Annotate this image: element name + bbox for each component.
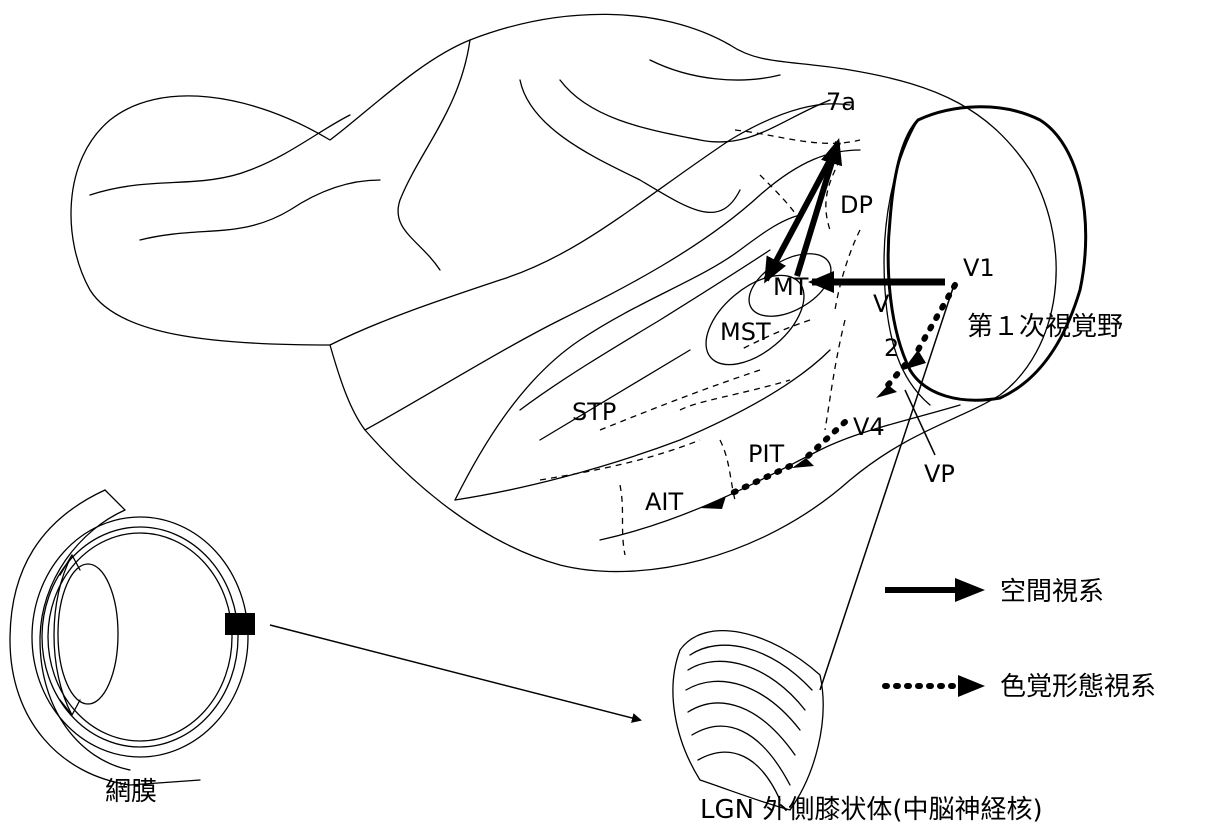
label-7a: 7a bbox=[826, 88, 856, 116]
label-lgn: LGN 外側膝状体(中脳神経核) bbox=[700, 795, 1043, 825]
label-pit: PIT bbox=[748, 440, 785, 468]
vp-pointer bbox=[905, 390, 935, 455]
lgn-diagram bbox=[673, 631, 823, 810]
arrow-eye-to-lgn bbox=[270, 625, 640, 720]
legend-color-arrowhead bbox=[958, 675, 985, 697]
label-v2-v: V bbox=[873, 290, 890, 318]
label-primary-visual-cortex: 第１次視覚野 bbox=[967, 312, 1123, 342]
arrow-to-mt bbox=[766, 160, 830, 280]
label-v2-2: 2 bbox=[884, 334, 899, 362]
label-mst: MST bbox=[720, 318, 771, 346]
label-v1: V1 bbox=[963, 254, 995, 282]
label-stp: STP bbox=[572, 398, 616, 426]
label-mt: MT bbox=[773, 273, 809, 301]
legend: 空間視系 色覚形態視系 bbox=[885, 577, 1156, 702]
eye-diagram bbox=[10, 490, 255, 785]
label-v4: V4 bbox=[853, 413, 885, 441]
sulcus-1 bbox=[90, 115, 350, 195]
label-ait: AIT bbox=[645, 488, 683, 516]
legend-color-form-label: 色覚形態視系 bbox=[1000, 672, 1156, 702]
label-retina: 網膜 bbox=[105, 777, 157, 807]
label-dp: DP bbox=[840, 191, 873, 219]
legend-spatial-label: 空間視系 bbox=[1000, 577, 1104, 607]
brain-outline bbox=[71, 14, 1056, 571]
legend-spatial-arrowhead bbox=[955, 578, 985, 602]
label-vp: VP bbox=[924, 460, 955, 488]
